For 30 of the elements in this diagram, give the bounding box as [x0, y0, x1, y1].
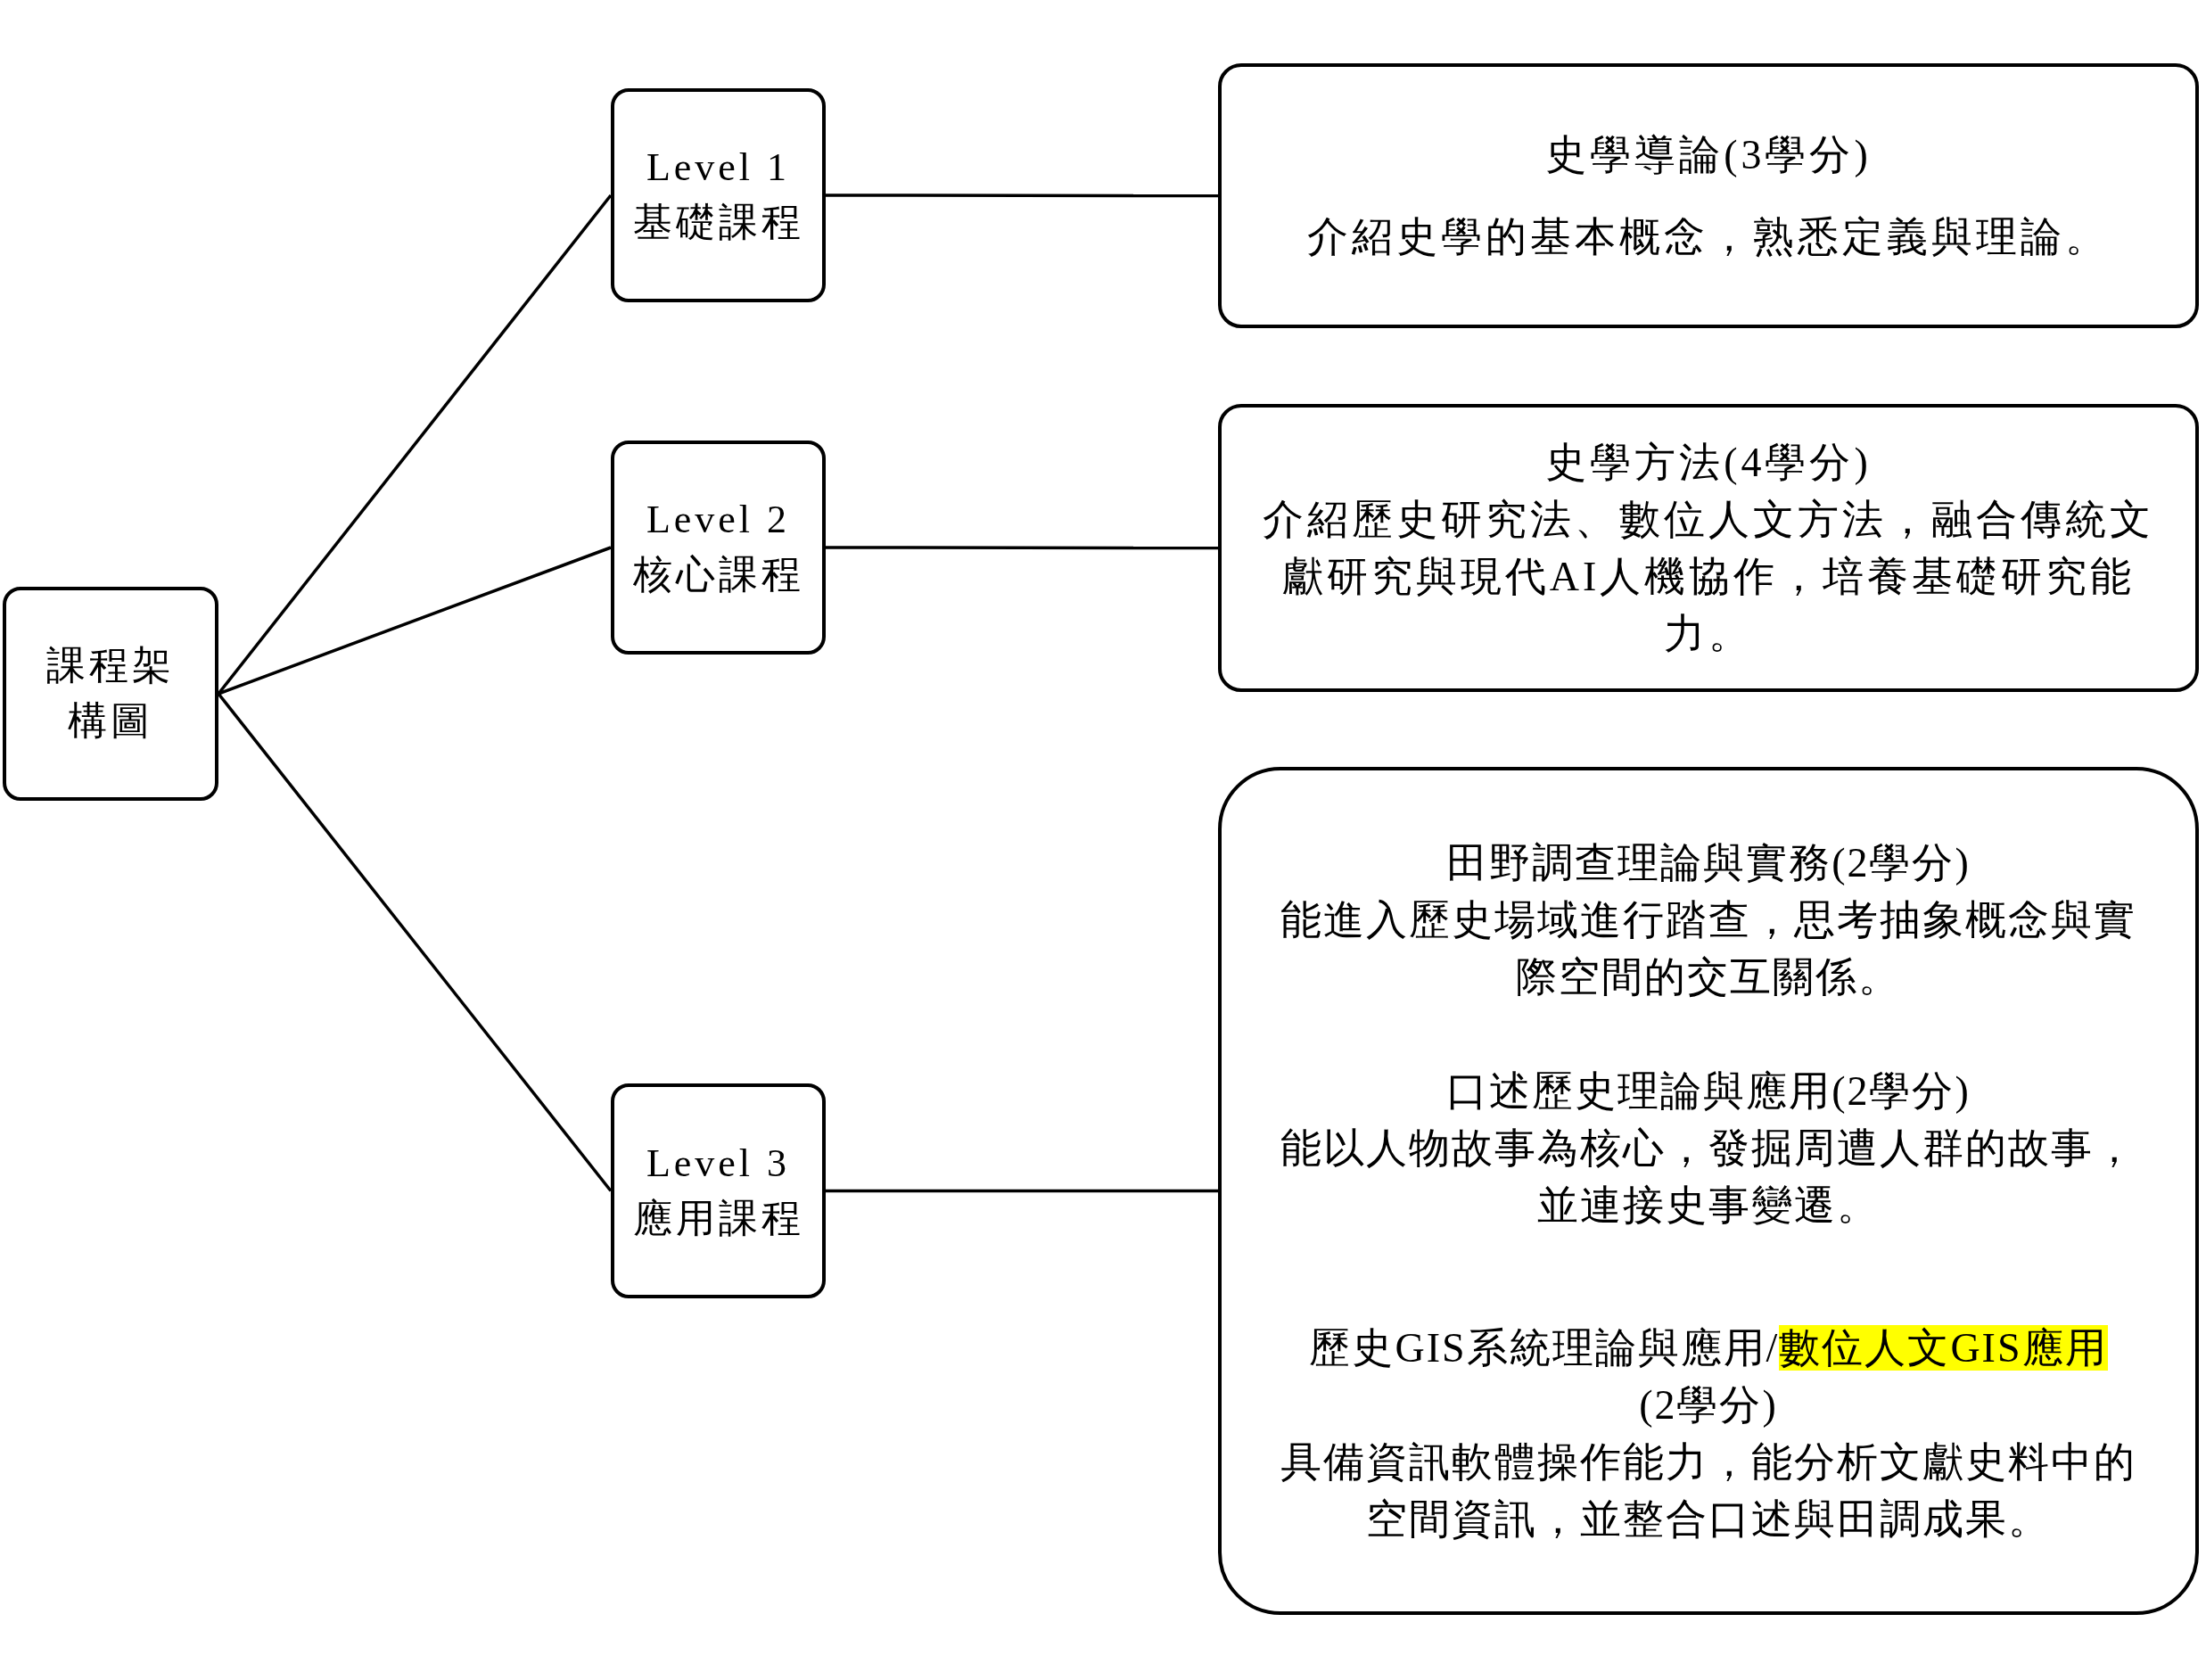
connector-line [826, 546, 1218, 550]
node-label: Level 2 [646, 498, 791, 541]
course-box [1218, 767, 2199, 1615]
course-title: (2學分) [1639, 1381, 1778, 1428]
highlighted-text: 數位人文GIS應用 [1779, 1324, 2108, 1371]
course-title: 史學方法(4學分) [1545, 439, 1872, 485]
node-label: Level 1 [646, 145, 791, 189]
course-title: 田野調查理論與實務(2學分) [1446, 839, 1971, 885]
course-description: 能以人物故事為核心，發掘周遭人群的故事，並連接史事變遷。 [1280, 1124, 2136, 1228]
root-box [3, 587, 218, 801]
course-box [1218, 404, 2199, 692]
level-box [611, 1083, 826, 1298]
node-label: 基礎課程 [632, 201, 804, 244]
course-description: 具備資訊軟體操作能力，能分析文獻史料中的空間資訊，並整合口述與田調成果。 [1280, 1438, 2136, 1542]
connector-line [826, 194, 1218, 198]
node-label: 應用課程 [632, 1196, 804, 1240]
course-box [1218, 63, 2199, 328]
course-description: 介紹史學的基本概念，熟悉定義與理論。 [1307, 213, 2110, 259]
level-box [611, 441, 826, 655]
connector-line [826, 1189, 1218, 1193]
node-label: 課程架構圖 [46, 644, 175, 743]
node-label: 核心課程 [632, 553, 804, 597]
level-box [611, 88, 826, 302]
course-description: 能進入歷史場域進行踏查，思考抽象概念與實際空間的交互關係。 [1280, 896, 2136, 1000]
connector-line [218, 546, 612, 696]
course-title: 史學導論(3學分) [1545, 131, 1872, 177]
node-label: Level 3 [646, 1141, 791, 1185]
course-description: 介紹歷史研究法、數位人文方法，融合傳統文獻研究與現代AI人機協作，培養基礎研究能力。 [1263, 496, 2154, 656]
connector-line [217, 692, 613, 1192]
course-title: 口述歷史理論與應用(2學分) [1446, 1067, 1971, 1114]
